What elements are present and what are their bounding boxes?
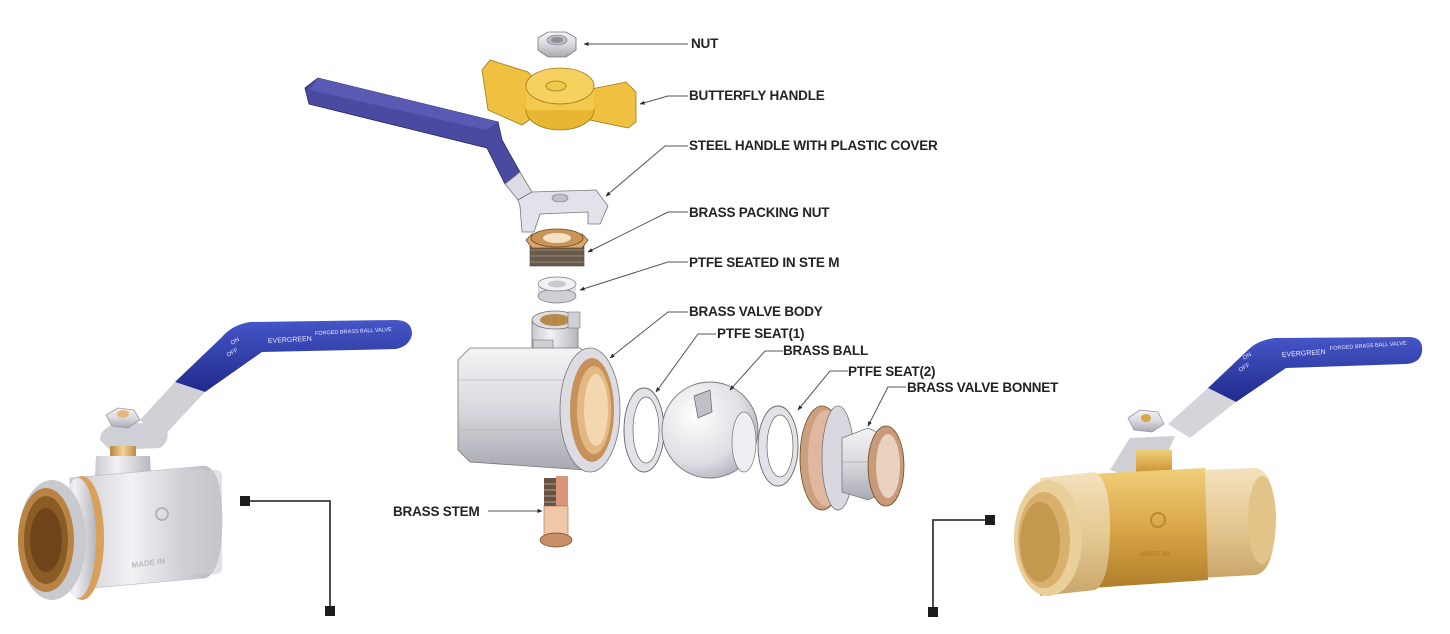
leader-brass-packing-nut xyxy=(587,211,688,253)
valve-body xyxy=(1090,468,1208,588)
leader-ptfe-stem xyxy=(579,261,688,291)
corner-bracket-left xyxy=(240,496,335,616)
part-ptfe-seat-2 xyxy=(757,405,799,487)
handle-on-text: ON xyxy=(230,337,241,347)
leader-ptfe-seat-2 xyxy=(797,370,848,411)
handle-sub-text: FORGED BRASS BALL VALVE xyxy=(315,327,392,337)
label-brass-ball: BRASS BALL xyxy=(783,343,868,358)
part-ptfe-seated-in-stem xyxy=(537,276,577,304)
part-ptfe-seat-1 xyxy=(623,387,665,473)
handle-brand-text: EVERGREEN xyxy=(268,336,312,345)
leader-brass-ball xyxy=(729,350,783,391)
handle-sub-text: FORGED BRASS BALL VALVE xyxy=(1330,341,1407,352)
product-chrome-ball-valve: EVERGREEN FORGED BRASS BALL VALVE ON OFF… xyxy=(18,320,412,600)
label-ptfe-seated-in-stem: PTFE SEATED IN STE M xyxy=(689,255,840,270)
part-brass-ball xyxy=(661,381,759,479)
label-brass-stem: BRASS STEM xyxy=(393,504,480,519)
label-steel-handle: STEEL HANDLE WITH PLASTIC COVER xyxy=(689,138,938,153)
steel-handle-shank xyxy=(1168,388,1236,438)
handle-on-text: ON xyxy=(1242,352,1253,362)
corner-bracket-right xyxy=(928,515,995,617)
label-butterfly-handle: BUTTERFLY HANDLE xyxy=(689,88,825,103)
blue-handle-grip xyxy=(175,320,412,392)
leader-valve-body xyxy=(609,311,688,359)
label-brass-valve-body: BRASS VALVE BODY xyxy=(689,304,823,319)
product-brass-cpvc-ball-valve: EVERGREEN FORGED BRASS BALL VALVE ON OFF… xyxy=(1014,337,1423,596)
label-nut: NUT xyxy=(691,36,719,51)
handle-off-text: OFF xyxy=(1238,362,1252,373)
label-brass-packing-nut: BRASS PACKING NUT xyxy=(689,205,830,220)
part-butterfly-handle xyxy=(481,59,637,131)
part-brass-stem xyxy=(539,476,573,548)
part-brass-valve-body xyxy=(457,310,621,473)
part-nut xyxy=(537,31,577,58)
blue-handle-grip xyxy=(1208,337,1423,402)
leader-lines xyxy=(488,42,906,513)
handle-off-text: OFF xyxy=(226,347,240,358)
part-steel-handle xyxy=(304,77,609,233)
label-ptfe-seat-2: PTFE SEAT(2) xyxy=(848,364,936,379)
part-brass-valve-bonnet xyxy=(799,405,905,511)
body-cast-text: MADE IN xyxy=(1140,551,1170,558)
handle-brand-text: EVERGREEN xyxy=(1282,349,1326,359)
leader-bonnet xyxy=(867,386,906,427)
leader-butterfly-handle xyxy=(639,95,688,105)
label-ptfe-seat-1: PTFE SEAT(1) xyxy=(717,326,805,341)
leader-ptfe-seat-1 xyxy=(655,333,716,393)
part-brass-packing-nut xyxy=(525,228,589,267)
label-brass-valve-bonnet: BRASS VALVE BONNET xyxy=(907,380,1059,395)
leader-steel-handle xyxy=(605,145,688,197)
